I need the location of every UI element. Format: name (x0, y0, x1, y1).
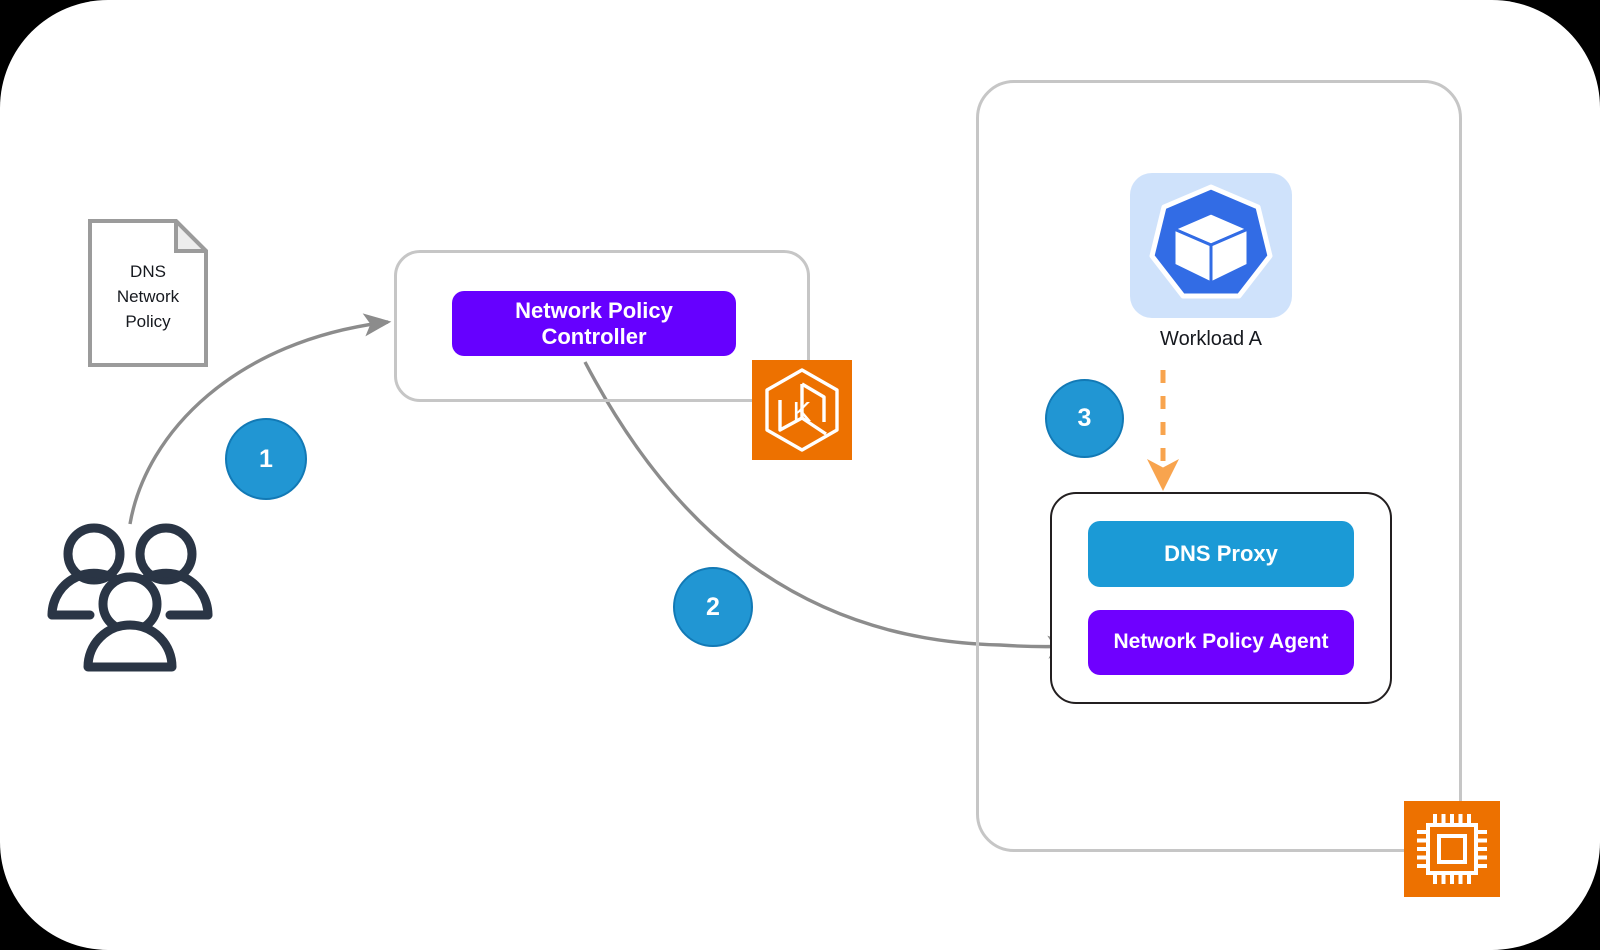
svg-text:K: K (793, 396, 812, 427)
document-label-line2: Network (116, 287, 180, 306)
dns-network-policy-document[interactable]: DNS Network Policy (88, 219, 208, 367)
controller-label-line1: Network Policy (515, 297, 673, 323)
document-label: DNS Network Policy (88, 259, 208, 334)
cpu-chip-glyph (1417, 814, 1487, 884)
controller-container (394, 250, 810, 402)
step-badge-3: 3 (1045, 379, 1124, 458)
step-badge-2: 2 (673, 567, 753, 647)
document-label-line3: Policy (125, 312, 171, 331)
compute-cpu-chip-icon[interactable] (1404, 801, 1500, 897)
step-badge-1-number: 1 (259, 444, 273, 473)
network-policy-agent-label: Network Policy Agent (1113, 630, 1329, 654)
network-policy-agent-node[interactable]: Network Policy Agent (1088, 610, 1354, 675)
dns-proxy-label: DNS Proxy (1164, 541, 1278, 567)
users-group-icon (47, 523, 213, 672)
eks-hexagon-glyph: K (765, 368, 839, 452)
kubernetes-pod-icon (1149, 184, 1273, 299)
dns-proxy-node[interactable]: DNS Proxy (1088, 521, 1354, 587)
controller-label-line2: Controller (541, 323, 647, 349)
users-actor[interactable] (44, 512, 216, 672)
document-page-icon (88, 219, 208, 367)
step-badge-1: 1 (225, 418, 307, 500)
step-badge-2-number: 2 (706, 592, 720, 621)
network-policy-controller-node[interactable]: Network Policy Controller (452, 291, 736, 356)
amazon-eks-icon[interactable]: K (752, 360, 852, 460)
cluster-container (976, 80, 1462, 852)
workload-a-label: Workload A (1160, 328, 1262, 350)
workload-a-node[interactable]: Workload A (1130, 173, 1292, 363)
document-label-line1: DNS (130, 262, 166, 281)
step-badge-3-number: 3 (1077, 404, 1092, 432)
